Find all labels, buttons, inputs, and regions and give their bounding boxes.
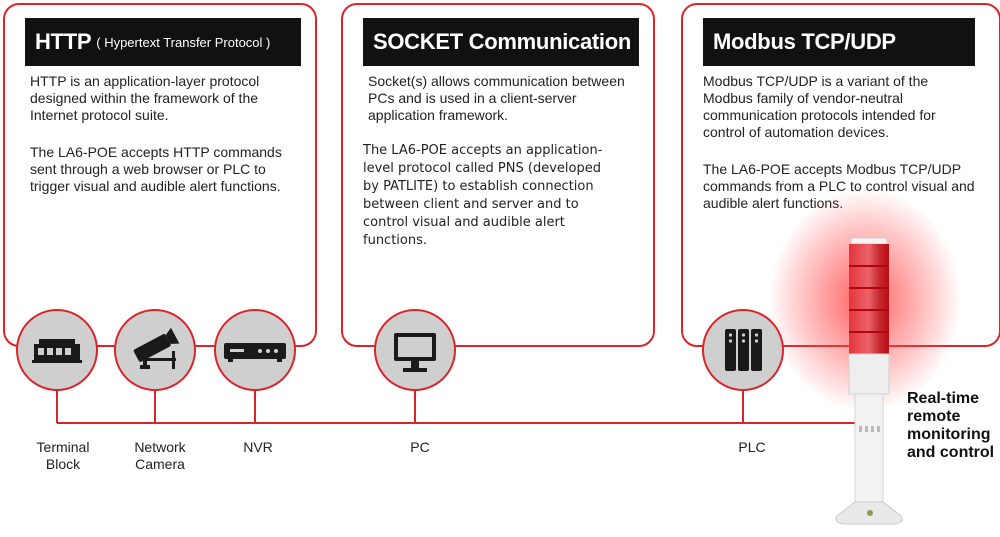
http-la6-description: The LA6-POE accepts HTTP commands sent t… xyxy=(30,144,282,194)
network-camera-label: Network Camera xyxy=(134,439,186,472)
monitor-icon xyxy=(394,333,436,372)
socket-panel: SOCKET Communication Socket(s) allows co… xyxy=(341,3,655,347)
modbus-panel: Modbus TCP/UDP Modbus TCP/UDP is a varia… xyxy=(681,3,1000,347)
tower-caption: Real-time remote monitoring and control xyxy=(907,390,995,461)
socket-title: SOCKET Communication xyxy=(373,29,632,54)
http-description: HTTP is an application-layer protocol de… xyxy=(30,73,260,123)
pc-node xyxy=(374,309,456,391)
modbus-la6-description: The LA6-POE accepts Modbus TCP/UDP comma… xyxy=(703,161,975,211)
plc-connector xyxy=(742,390,744,423)
network-camera-connector xyxy=(154,390,156,423)
terminal-block-node xyxy=(16,309,98,391)
nvr-label: NVR xyxy=(243,439,273,455)
terminal-block-label: Terminal Block xyxy=(36,439,90,472)
plc-node xyxy=(702,309,784,391)
http-title: HTTP xyxy=(35,29,92,54)
http-title-bar: HTTP ( Hypertext Transfer Protocol ) xyxy=(25,18,301,66)
http-subtitle: ( Hypertext Transfer Protocol ) xyxy=(96,34,271,50)
network-bus-line xyxy=(57,422,857,424)
modbus-title-bar: Modbus TCP/UDP xyxy=(703,18,975,66)
socket-la6-description: The LA6-POE accepts an application-level… xyxy=(363,143,603,248)
terminal-block-icon xyxy=(32,339,82,363)
modbus-description: Modbus TCP/UDP is a variant of the Modbu… xyxy=(703,73,936,140)
camera-icon xyxy=(133,327,180,369)
nvr-icon xyxy=(224,343,286,362)
plc-label: PLC xyxy=(738,439,766,455)
pc-connector xyxy=(414,390,416,423)
socket-description: Socket(s) allows communication between P… xyxy=(368,73,625,123)
signal-tower-image xyxy=(835,237,903,525)
socket-title-bar: SOCKET Communication xyxy=(363,18,639,66)
plc-icon xyxy=(725,329,762,371)
http-panel: HTTP ( Hypertext Transfer Protocol ) HTT… xyxy=(3,3,317,347)
modbus-title: Modbus TCP/UDP xyxy=(713,29,896,54)
nvr-connector xyxy=(254,390,256,423)
terminal-block-connector xyxy=(56,390,58,423)
nvr-node xyxy=(214,309,296,391)
pc-label: PC xyxy=(410,439,430,455)
network-camera-node xyxy=(114,309,196,391)
